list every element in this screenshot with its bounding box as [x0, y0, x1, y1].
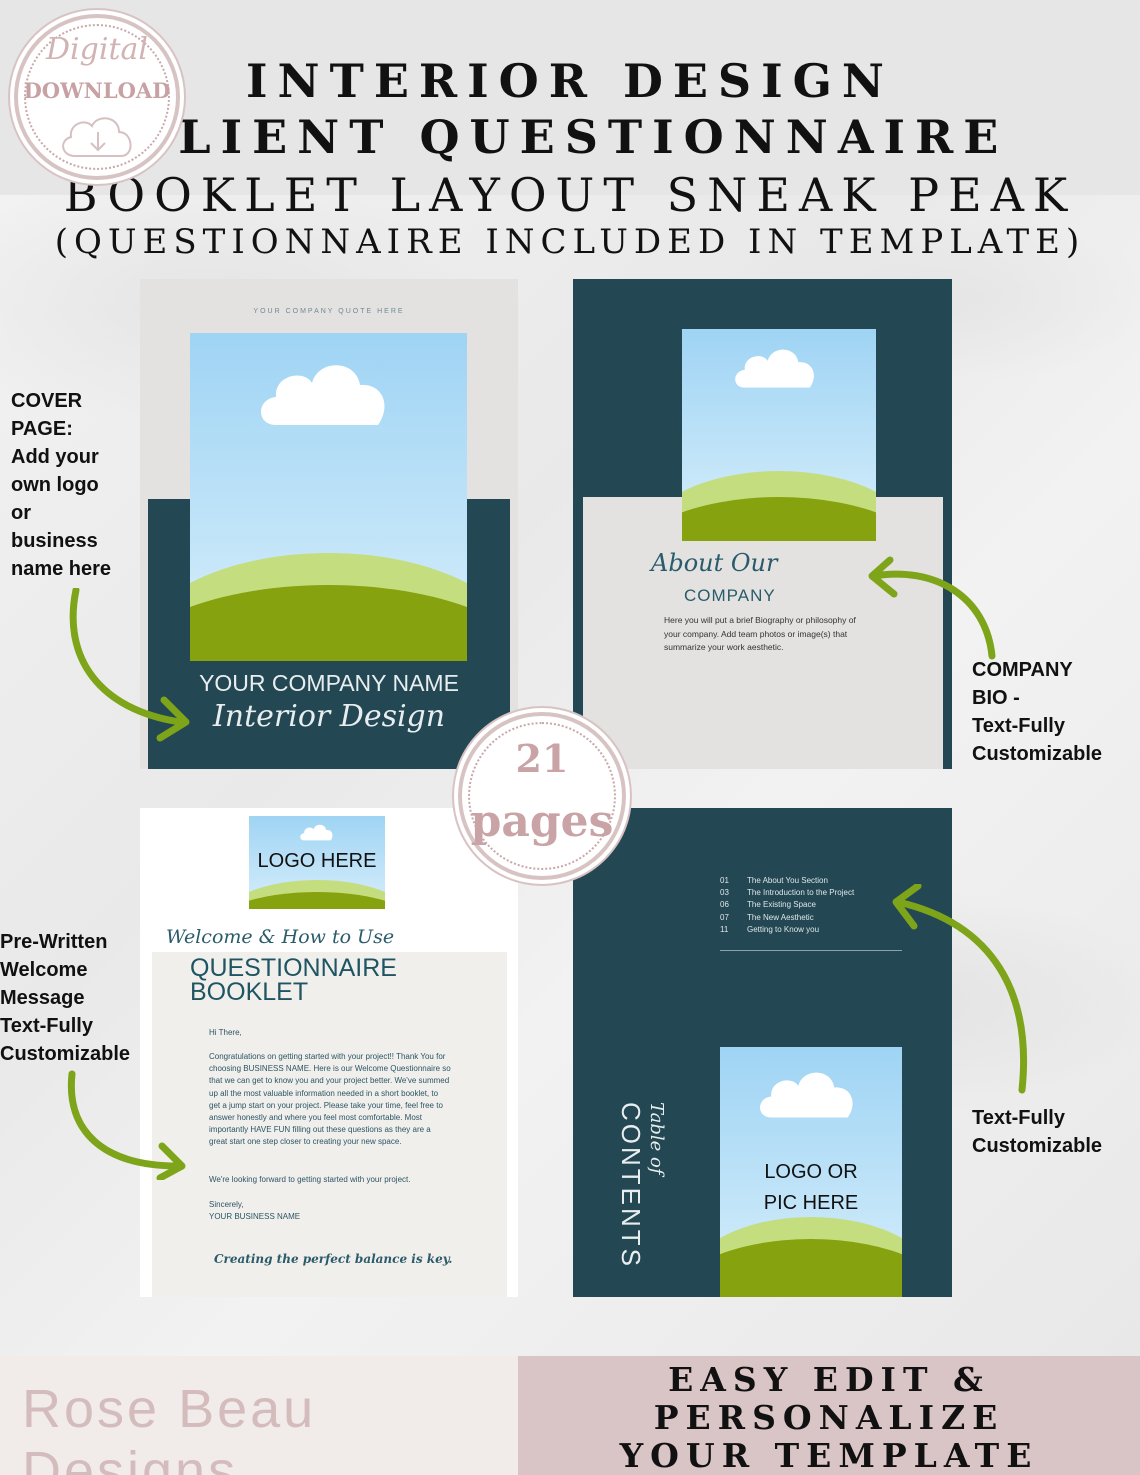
bio-light-block [583, 497, 943, 769]
badge-digital-text: Digital [46, 32, 148, 67]
title-line-4: (QUESTIONNAIRE INCLUDED IN TEMPLATE) [54, 222, 1086, 262]
toc-item: 07 The New Aesthetic [720, 912, 910, 924]
cover-quote: YOUR COMPANY QUOTE HERE [253, 308, 405, 315]
welcome-signature: YOUR BUSINESS NAME [209, 1212, 301, 1221]
title-line-1: INTERIOR DESIGN [246, 54, 894, 108]
cover-company-name: YOUR COMPANY NAME [199, 670, 459, 696]
cover-arrow-icon [69, 588, 190, 742]
callout-line: COVER [11, 390, 83, 412]
callout-line: Customizable [972, 1135, 1103, 1157]
welcome-script-title: Welcome & How to Use [166, 926, 395, 948]
toc-logo-line-2: PIC HERE [763, 1192, 859, 1214]
toc-vertical-title: Table of CONTENTS [607, 1102, 667, 1297]
toc-item-label: The New Aesthetic [747, 912, 814, 922]
toc-divider [720, 950, 902, 951]
callout-line: COMPANY [972, 659, 1073, 681]
callout-line: Customizable [972, 743, 1103, 765]
callout-cover-page: COVER PAGE: Add your own logo or business name… [11, 387, 111, 583]
cloud-download-icon [62, 117, 132, 157]
toc-item-label: The Introduction to the Project [747, 888, 855, 898]
welcome-logo-image: LOGO HERE [249, 816, 385, 909]
bio-page-preview: About Our COMPANY Here you will put a br… [573, 279, 952, 769]
callout-line: Pre-Written [0, 931, 108, 953]
callout-line: PAGE: [11, 418, 73, 440]
toc-item-number: 03 [720, 888, 729, 898]
footer-brand: Rose Beau Designs [22, 1379, 317, 1475]
callout-line: Customizable [0, 1043, 131, 1065]
bio-body: Here you will put a brief Biography or p… [664, 615, 856, 652]
toc-item-number: 01 [720, 876, 729, 885]
toc-item-label: The Existing Space [747, 900, 816, 910]
welcome-closing-line: We're looking forward to getting started… [209, 1175, 411, 1184]
welcome-title-line-2: BOOKLET [190, 978, 309, 1006]
callout-line: own logo [11, 474, 99, 496]
title-line-3: BOOKLET LAYOUT SNEAK PEAK [63, 168, 1077, 222]
callout-line: Text-Fully [0, 1015, 93, 1037]
toc-title: CONTENTS [616, 1102, 646, 1269]
toc-item: 01 The About You Section [720, 875, 910, 887]
toc-list: 01 The About You Section 03 The Introductio… [720, 875, 910, 936]
badge-download-text: DOWNLOAD [23, 78, 171, 103]
footer-cta-line-1: EASY EDIT & [668, 1360, 990, 1399]
callout-line: name here [11, 558, 112, 580]
cover-subtitle: Interior Design [212, 699, 446, 734]
cover-landscape-image [190, 333, 467, 661]
bio-script-title: About Our [651, 549, 778, 577]
welcome-greeting: Hi There, [209, 1028, 242, 1037]
toc-item: 03 The Introduction to the Project [720, 887, 910, 899]
callout-line: BIO - [972, 687, 1020, 709]
toc-item: 06 The Existing Space [720, 899, 910, 911]
toc-page-preview: 01 The About You Section 03 The Introductio… [573, 808, 952, 1297]
callout-line: business [11, 530, 98, 552]
toc-item-number: 06 [720, 900, 729, 910]
callout-line: Text-Fully [972, 1107, 1065, 1129]
bio-arrow-icon [868, 556, 996, 660]
pages-number: 21 [515, 736, 569, 781]
callout-line: Add your [11, 446, 99, 468]
callout-line: Welcome [0, 959, 88, 981]
callout-line: or [11, 502, 31, 524]
welcome-logo-text: LOGO HERE [257, 850, 377, 872]
toc-item-label: The About You Section [747, 876, 828, 885]
footer-brand-block: Rose Beau Designs [0, 1356, 518, 1475]
welcome-arrow-icon [67, 1070, 186, 1180]
pages-count-badge: 21 pages [448, 702, 636, 890]
welcome-body-block [152, 952, 507, 1297]
footer-cta-line-2: PERSONALIZE [653, 1398, 1005, 1437]
callout-line: Text-Fully [972, 715, 1065, 737]
welcome-page-preview: LOGO HERE Welcome & How to Use QUESTIONN… [140, 808, 518, 1297]
header-band [0, 0, 1140, 195]
welcome-tagline: Creating the perfect balance is key. [214, 1252, 453, 1266]
pages-word: pages [470, 796, 614, 847]
toc-script-title: Table of [646, 1102, 667, 1175]
digital-download-badge: Digital DOWNLOAD [4, 4, 190, 190]
footer-cta-line-3: YOUR TEMPLATE [619, 1436, 1039, 1475]
callout-line: Message [0, 987, 85, 1009]
toc-item-number: 07 [720, 912, 729, 922]
toc-logo-image: LOGO OR PIC HERE [720, 1047, 902, 1297]
welcome-paragraph: Congratulations on getting started with … [209, 1052, 451, 1147]
toc-item-number: 11 [720, 924, 729, 934]
title-line-2: CLIENT QUESTIONNAIRE [131, 110, 1009, 164]
toc-item-label: Getting to Know you [747, 924, 820, 934]
bio-landscape-image [682, 329, 876, 541]
toc-item: 11 Getting to Know you [720, 924, 910, 936]
welcome-sincerely: Sincerely, [209, 1200, 244, 1209]
toc-arrow-icon [892, 884, 1028, 1094]
bio-title: COMPANY [684, 586, 776, 605]
welcome-title-line-1: QUESTIONNAIRE [190, 954, 397, 982]
footer-cta-block: EASY EDIT & PERSONALIZE YOUR TEMPLATE [518, 1356, 1140, 1475]
cover-page-preview: YOUR COMPANY QUOTE HERE YOUR COMPANY NAM… [140, 279, 518, 769]
toc-logo-line-1: LOGO OR [764, 1161, 858, 1183]
